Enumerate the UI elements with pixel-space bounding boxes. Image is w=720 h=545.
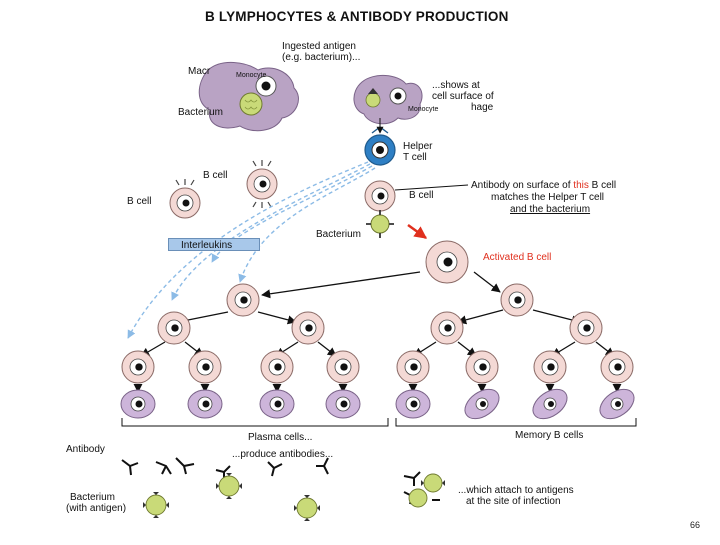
label-bacterium-bottom: Bacterium — [70, 492, 116, 503]
label-monocyte-right: Monocyte — [408, 106, 439, 113]
label-activated-b-cell: Activated B cell — [483, 252, 552, 263]
interleukins-box: Interleukins — [168, 238, 260, 251]
gen3-cell-8 — [600, 350, 634, 384]
gen2-cell-1 — [157, 311, 191, 345]
generation-3 — [121, 350, 634, 384]
memory-b-cell-1 — [464, 388, 500, 420]
label-memory-b-cells: Memory B cells — [515, 430, 584, 441]
macrophage-right — [353, 75, 423, 125]
plasma-cell-2 — [187, 389, 223, 419]
plasma-cell-5 — [395, 389, 431, 419]
label-shows-at: ...shows at — [432, 80, 480, 91]
plasma-cell-1 — [120, 389, 156, 419]
label-ingested-antigen-eg: (e.g. bacterium)... — [282, 52, 361, 63]
gen3-cell-6 — [465, 350, 499, 384]
bacterium-in-macrophage — [239, 92, 263, 116]
plasma-bracket — [121, 418, 389, 427]
memory-b-cell-2 — [532, 388, 568, 420]
activated-b-cell — [425, 240, 469, 284]
gen3-cell-1 — [121, 350, 155, 384]
label-antibody: Antibody — [66, 444, 105, 455]
label-b-cell-left: B cell — [127, 196, 152, 207]
label-which-attach: ...which attach to antigens — [458, 485, 574, 496]
label-matches-helper: matches the Helper T cell — [491, 192, 605, 203]
generation-4 — [120, 388, 635, 420]
gen3-cell-2 — [188, 350, 222, 384]
gen2-cell-2 — [291, 311, 325, 345]
gen1-cell-1 — [226, 283, 260, 317]
label-t-cell: T cell — [403, 152, 427, 163]
gen3-cell-7 — [533, 350, 567, 384]
label-bacterium-top: Bacterium — [178, 107, 224, 118]
gen3-cell-5 — [396, 350, 430, 384]
bacterium-mid — [366, 210, 394, 238]
gen3-cell-3 — [260, 350, 294, 384]
label-site-of-infection: at the site of infection — [466, 496, 561, 507]
label-bacterium-mid: Bacterium — [316, 229, 362, 240]
gen3-cell-4 — [326, 350, 360, 384]
label-this: this — [573, 180, 589, 191]
helper-t-cell — [364, 126, 396, 166]
label-hage: hage — [471, 102, 494, 113]
label-ingested-antigen: Ingested antigen — [282, 41, 356, 52]
label-plasma-cells: Plasma cells... — [248, 432, 313, 443]
gen2-cell-3 — [430, 311, 464, 345]
page-number: 66 — [690, 520, 701, 530]
b-cell-top — [246, 160, 278, 208]
gen1-cell-2 — [500, 283, 534, 317]
label-antibody-surface: Antibody on surface of this B cell — [471, 180, 617, 191]
plasma-cell-4 — [325, 389, 361, 419]
memory-bracket — [395, 418, 637, 427]
label-macr: Macr — [188, 66, 211, 77]
gen2-cell-4 — [569, 311, 603, 345]
generation-2 — [157, 311, 603, 345]
label-produce-antibodies: ...produce antibodies... — [232, 449, 334, 460]
label-monocyte-left: Monocyte — [236, 72, 267, 79]
b-cell-center — [364, 180, 396, 212]
label-cell-surface: cell surface of — [432, 91, 494, 102]
diagram-title: B LYMPHOCYTES & ANTIBODY PRODUCTION — [205, 9, 509, 24]
b-cell-left — [169, 179, 201, 219]
plasma-cell-3 — [259, 389, 295, 419]
interleukin-arrows — [127, 161, 376, 339]
label-with-antigen: (with antigen) — [66, 503, 127, 514]
label-helper: Helper — [403, 141, 433, 152]
bacteria-bottom — [143, 473, 445, 521]
memory-b-cell-3 — [599, 388, 635, 420]
label-b-cell-top: B cell — [203, 170, 228, 181]
antibodies — [121, 457, 440, 505]
generation-1 — [226, 283, 534, 317]
label-b-cell-center: B cell — [409, 190, 434, 201]
arrow-red — [407, 223, 428, 240]
label-and-bacterium: and the bacterium — [510, 204, 591, 215]
